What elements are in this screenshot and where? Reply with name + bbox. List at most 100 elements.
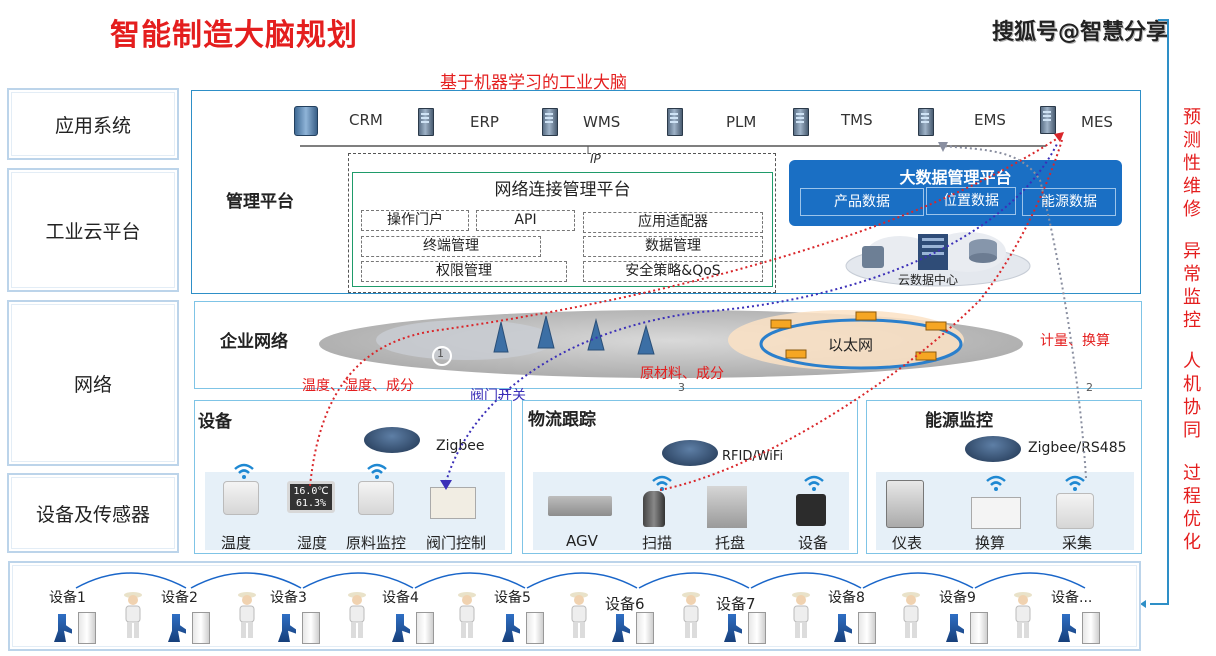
item-agv: AGV [566,532,598,550]
meter-icon [886,480,924,528]
control-cabinet-icon [748,612,766,644]
diagram-subtitle: 基于机器学习的工业大脑 [440,73,627,93]
app-erp: ERP [470,113,499,131]
item-collection: 采集 [1061,534,1092,552]
item-conversion: 换算 [974,534,1005,552]
tag-operation-portal: 操作门户 [361,210,469,231]
bigdata-product: 产品数据 [800,188,924,216]
worker-icon [456,590,478,640]
line-device-9: 设备9 [939,590,976,606]
line-device-4: 设备4 [382,590,419,606]
layer-devices-sensors: 设备及传感器 [7,473,179,553]
item-humidity: 湿度 [296,534,327,552]
line-device-more: 设备... [1051,590,1093,606]
control-cabinet-icon [1082,612,1100,644]
page-title: 智能制造大脑规划 [110,18,358,53]
tag-data-mgmt: 数据管理 [583,236,763,257]
worker-icon [346,590,368,640]
panel-title-logistics: 物流跟踪 [528,410,596,430]
line-device-5: 设备5 [494,590,531,606]
material-monitor-icon [358,481,394,515]
protocol-zigbee-rs485: Zigbee/RS485 [1028,440,1127,456]
bigdata-energy: 能源数据 [1022,188,1116,216]
enterprise-network-label: 企业网络 [220,332,288,352]
item-valve-control: 阀门控制 [425,534,486,552]
worker-icon [122,590,144,640]
line-device-7: 设备7 [716,595,756,613]
path-temperature-to-mes [309,137,1059,487]
management-platform-label: 管理平台 [226,192,294,212]
control-cabinet-icon [416,612,434,644]
wifi-icon [1065,475,1085,491]
path-number-3: 3 [678,381,685,394]
watermark: 搜狐号@智慧分享 [992,20,1169,45]
worker-icon [790,590,812,640]
control-cabinet-icon [636,612,654,644]
tms-server-icon [793,108,809,136]
line-device-3: 设备3 [270,590,307,606]
annotation-raw-material: 原材料、成分 [640,366,724,382]
erp-server-icon [418,108,434,136]
label-anomaly-monitoring: 异常监控 [1183,241,1201,331]
item-scan: 扫描 [641,534,672,552]
worker-icon [568,590,590,640]
line-device-1: 设备1 [49,590,86,606]
path-number-1: 1 [437,347,444,360]
tag-terminal-mgmt: 终端管理 [361,236,541,257]
cloud-datacenter-icon [845,232,1031,287]
ip-label: IP [590,152,601,166]
humidity-display-icon: 16.0℃ 61.3% [287,481,335,513]
tag-api: API [476,210,575,231]
layer-application: 应用系统 [7,88,179,160]
control-cabinet-icon [78,612,96,644]
zigbee-rs485-gateway-icon [965,436,1021,462]
control-cabinet-icon [526,612,544,644]
network-cloud [319,310,1023,378]
collector-icon [1056,493,1094,529]
wms-server-icon [542,108,558,136]
bigdata-title: 大数据管理平台 [899,168,1012,187]
wifi-icon [804,475,824,491]
ems-server-icon [918,108,934,136]
app-wms: WMS [583,113,621,131]
label-predictive-maintenance: 预测性维修 [1183,107,1201,220]
bigdata-location: 位置数据 [926,187,1016,215]
pallet-rack-icon [707,486,747,528]
net-mgmt-box [352,172,773,287]
cloud-datacenter-label: 云数据中心 [898,273,959,287]
label-process-optimization: 过程优化 [1183,463,1201,553]
app-tms: TMS [841,111,873,129]
feedback-bracket [1140,19,1169,608]
barcode-scanner-icon [643,491,665,527]
arrow-head-icon [440,480,452,490]
worker-icon [680,590,702,640]
app-bus-line [300,145,1046,154]
protocol-rfid-wifi: RFID/WiFi [722,449,784,464]
app-ems: EMS [974,111,1006,129]
control-cabinet-icon [192,612,210,644]
line-device-8: 设备8 [828,590,865,606]
protocol-zigbee: Zigbee [436,438,485,454]
tablet-device-icon [796,494,826,526]
conversion-module-icon [971,497,1021,529]
crm-icon [294,106,318,136]
item-material-monitor: 原料监控 [345,534,406,552]
item-meter: 仪表 [891,534,922,552]
control-cabinet-icon [858,612,876,644]
ethernet-label: 以太网 [828,336,874,354]
path-scan-to-mes [659,139,1063,491]
annotation-metering: 计量、换算 [1040,333,1110,349]
layer-network: 网络 [7,300,179,466]
net-mgmt-title: 网络连接管理平台 [494,180,631,200]
app-plm: PLM [726,113,757,131]
plm-server-icon [667,108,683,136]
wifi-icon [234,463,254,479]
item-temperature: 温度 [220,534,251,552]
agv-truck-icon [548,496,612,516]
panel-title-equipment: 设备 [198,412,232,432]
tag-app-adapter: 应用适配器 [583,212,763,233]
annotation-temp-humidity: 温度、湿度、成分 [302,378,414,394]
arrow-head-icon [1054,132,1064,142]
tag-permission-mgmt: 权限管理 [361,261,567,282]
worker-icon [1012,590,1034,640]
